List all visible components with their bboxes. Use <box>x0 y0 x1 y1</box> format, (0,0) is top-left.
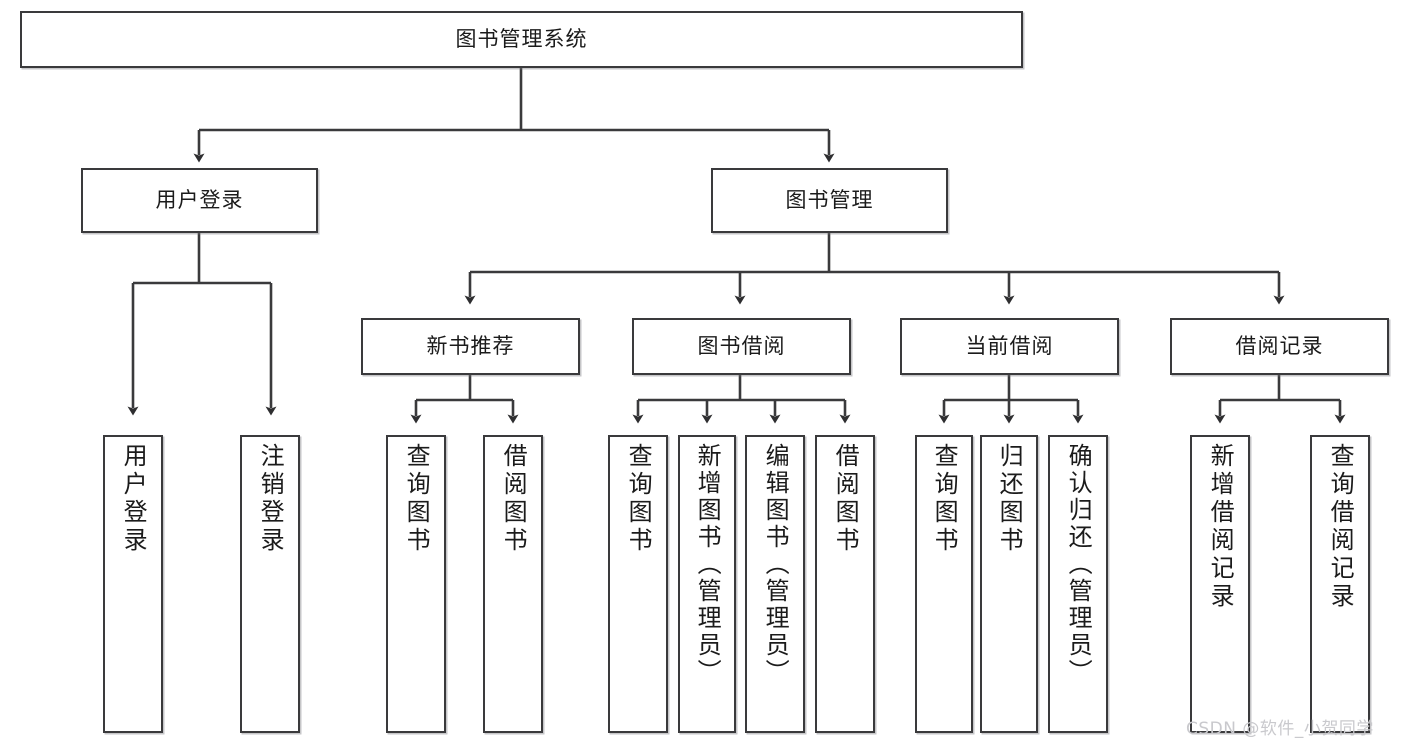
leaf-return-book-label: 归还图书 <box>995 443 1024 555</box>
node-root[interactable]: 图书管理系统 <box>20 11 1023 68</box>
leaf-user-logout[interactable]: 注销登录 <box>240 435 300 733</box>
leaf-add-book[interactable]: 新增图书（管理员） <box>678 435 736 733</box>
leaf-borrow-book-2[interactable]: 借阅图书 <box>815 435 875 733</box>
leaf-query-book-2[interactable]: 查询图书 <box>608 435 668 733</box>
leaf-user-logout-label: 注销登录 <box>256 443 285 555</box>
node-current-borrow-label: 当前借阅 <box>965 334 1054 359</box>
node-user-login[interactable]: 用户登录 <box>81 168 318 233</box>
leaf-query-record[interactable]: 查询借阅记录 <box>1310 435 1370 733</box>
node-borrow-record-label: 借阅记录 <box>1235 334 1324 359</box>
leaf-borrow-book-2-label: 借阅图书 <box>831 443 860 555</box>
node-root-label: 图书管理系统 <box>455 27 588 52</box>
leaf-user-login[interactable]: 用户登录 <box>103 435 163 733</box>
node-book-borrow[interactable]: 图书借阅 <box>632 318 851 375</box>
leaf-user-login-label: 用户登录 <box>119 443 148 555</box>
leaf-query-record-label: 查询借阅记录 <box>1326 443 1355 611</box>
node-book-manage-label: 图书管理 <box>785 188 874 213</box>
node-new-book-recommend[interactable]: 新书推荐 <box>361 318 580 375</box>
node-current-borrow[interactable]: 当前借阅 <box>900 318 1119 375</box>
node-new-book-recommend-label: 新书推荐 <box>426 334 515 359</box>
leaf-query-book-1[interactable]: 查询图书 <box>386 435 446 733</box>
leaf-add-record[interactable]: 新增借阅记录 <box>1190 435 1250 733</box>
leaf-edit-book-label: 编辑图书（管理员） <box>761 443 790 686</box>
node-user-login-label: 用户登录 <box>155 188 244 213</box>
watermark: CSDN @软件_小贺同学 <box>1186 719 1374 739</box>
node-book-manage[interactable]: 图书管理 <box>711 168 948 233</box>
node-book-borrow-label: 图书借阅 <box>697 334 786 359</box>
leaf-query-book-3[interactable]: 查询图书 <box>915 435 973 733</box>
leaf-edit-book[interactable]: 编辑图书（管理员） <box>745 435 805 733</box>
leaf-confirm-return[interactable]: 确认归还（管理员） <box>1048 435 1108 733</box>
node-borrow-record[interactable]: 借阅记录 <box>1170 318 1389 375</box>
leaf-borrow-book-1-label: 借阅图书 <box>499 443 528 555</box>
leaf-add-record-label: 新增借阅记录 <box>1206 443 1235 611</box>
leaf-query-book-3-label: 查询图书 <box>930 443 959 555</box>
leaf-add-book-label: 新增图书（管理员） <box>693 443 722 686</box>
leaf-confirm-return-label: 确认归还（管理员） <box>1064 443 1093 686</box>
leaf-return-book[interactable]: 归还图书 <box>980 435 1038 733</box>
leaf-borrow-book-1[interactable]: 借阅图书 <box>483 435 543 733</box>
leaf-query-book-2-label: 查询图书 <box>624 443 653 555</box>
leaf-query-book-1-label: 查询图书 <box>402 443 431 555</box>
